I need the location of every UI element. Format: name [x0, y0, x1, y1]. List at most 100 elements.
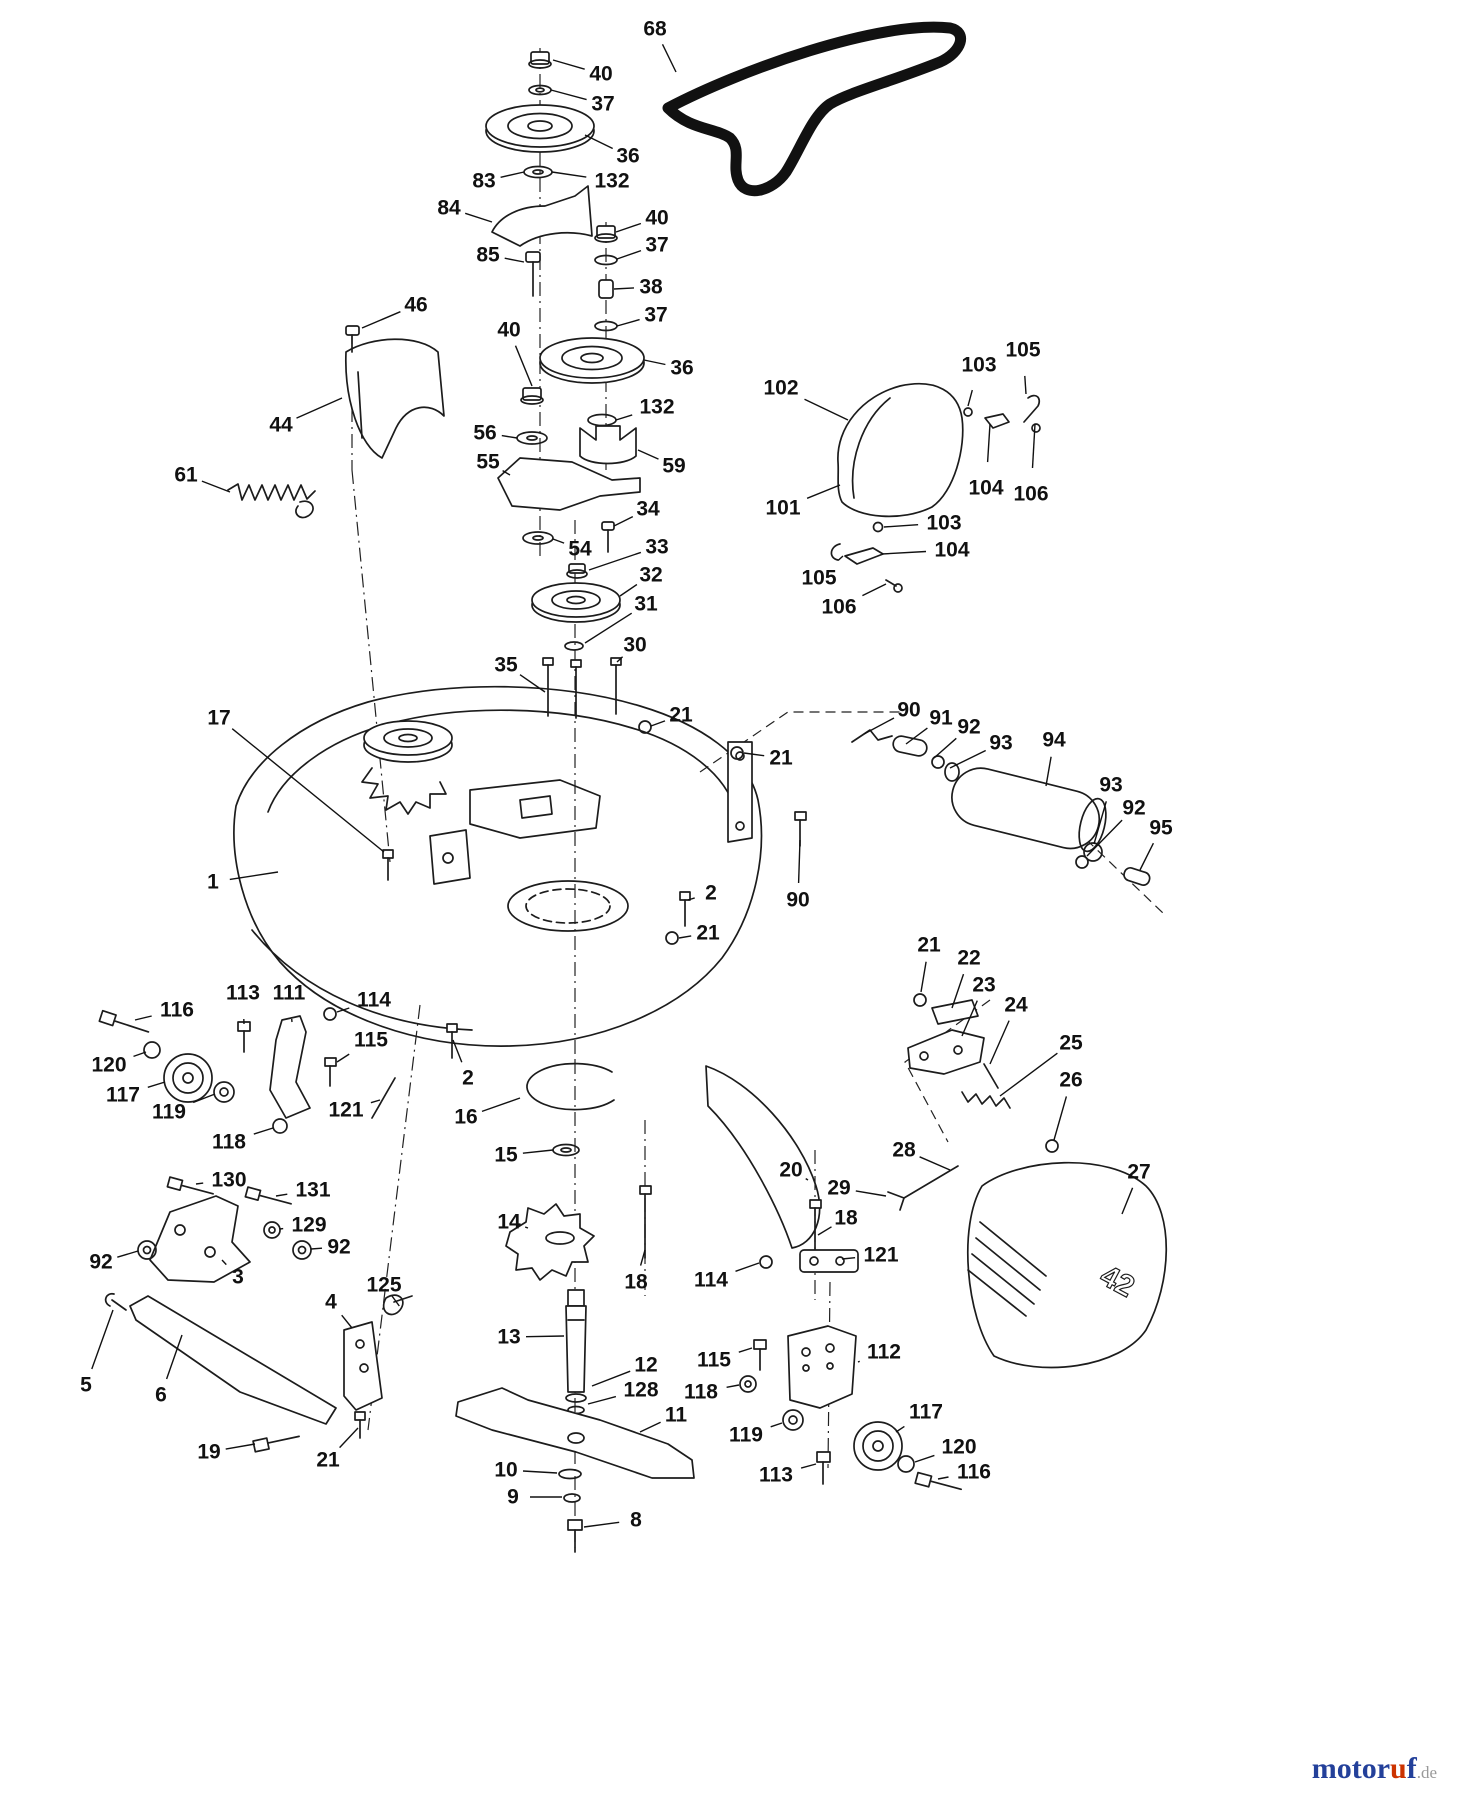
svg-text:131: 131 [295, 1179, 330, 1202]
svg-text:105: 105 [801, 567, 836, 590]
callout-14: 14 [497, 1211, 529, 1234]
svg-text:92: 92 [89, 1251, 112, 1274]
callout-27: 27 [1121, 1161, 1151, 1215]
lower-left-bracket-group [104, 1176, 413, 1453]
callout-120: 120 [914, 1436, 977, 1463]
callout-103: 103 [961, 354, 997, 407]
callout-35: 35 [494, 654, 546, 693]
callout-85: 85 [476, 244, 525, 267]
svg-text:102: 102 [763, 377, 798, 400]
spindle-blade-assembly [455, 1062, 695, 1553]
svg-text:40: 40 [497, 319, 520, 342]
svg-text:118: 118 [684, 1381, 718, 1404]
svg-text:128: 128 [623, 1379, 658, 1402]
svg-text:25: 25 [1059, 1032, 1083, 1055]
callout-46: 46 [361, 294, 428, 329]
callout-11: 11 [639, 1404, 687, 1433]
svg-text:119: 119 [729, 1424, 763, 1447]
svg-text:112: 112 [867, 1341, 901, 1364]
svg-text:95: 95 [1149, 817, 1173, 840]
svg-text:37: 37 [644, 304, 667, 327]
svg-text:4: 4 [325, 1291, 337, 1314]
belt-cover-44 [345, 325, 445, 459]
svg-text:36: 36 [616, 145, 639, 168]
svg-text:36: 36 [670, 357, 693, 380]
callout-6: 6 [155, 1334, 183, 1407]
callout-24: 24 [989, 994, 1028, 1065]
callout-21: 21 [650, 704, 693, 727]
callout-22: 22 [951, 947, 981, 1009]
callout-132: 132 [615, 396, 675, 421]
callout-115: 115 [697, 1347, 753, 1372]
callout-119: 119 [152, 1093, 216, 1124]
callout-56: 56 [473, 422, 518, 445]
svg-text:90: 90 [897, 699, 920, 722]
svg-text:21: 21 [316, 1449, 340, 1472]
callout-125: 125 [366, 1274, 402, 1307]
svg-text:55: 55 [476, 451, 500, 474]
callout-94: 94 [1042, 729, 1066, 787]
callout-37: 37 [550, 89, 615, 116]
callout-106: 106 [1013, 423, 1049, 506]
callout-119: 119 [729, 1422, 783, 1447]
callout-21: 21 [678, 922, 720, 945]
callout-120: 120 [91, 1051, 147, 1077]
callout-26: 26 [1053, 1069, 1083, 1141]
callout-18: 18 [817, 1207, 858, 1236]
svg-text:9: 9 [507, 1486, 519, 1509]
svg-text:116: 116 [957, 1461, 991, 1484]
watermark-text-f: f [1406, 1752, 1417, 1785]
svg-text:16: 16 [454, 1106, 477, 1129]
callout-10: 10 [494, 1459, 558, 1482]
svg-text:38: 38 [639, 276, 663, 299]
svg-text:59: 59 [662, 455, 685, 478]
roller-assembly [794, 729, 1151, 886]
svg-text:117: 117 [909, 1401, 943, 1424]
svg-text:32: 32 [639, 564, 662, 587]
callout-59: 59 [637, 449, 686, 478]
svg-text:21: 21 [769, 747, 793, 770]
svg-text:33: 33 [645, 536, 668, 559]
callout-113: 113 [759, 1463, 817, 1487]
callout-131: 131 [275, 1179, 331, 1202]
callout-105: 105 [1005, 339, 1041, 395]
callout-121: 121 [328, 1099, 381, 1122]
callout-92: 92 [933, 716, 981, 759]
callout-4: 4 [325, 1291, 353, 1329]
svg-text:54: 54 [568, 538, 592, 561]
svg-text:90: 90 [786, 889, 809, 912]
svg-text:21: 21 [917, 934, 941, 957]
callout-117: 117 [895, 1401, 943, 1433]
svg-text:18: 18 [834, 1207, 858, 1230]
svg-text:120: 120 [91, 1054, 126, 1077]
svg-text:115: 115 [354, 1029, 388, 1052]
callout-101: 101 [765, 484, 841, 520]
callout-32: 32 [619, 564, 663, 597]
svg-text:18: 18 [624, 1271, 648, 1294]
svg-text:37: 37 [645, 234, 668, 257]
svg-text:26: 26 [1059, 1069, 1082, 1092]
callout-38: 38 [613, 276, 663, 299]
callout-128: 128 [587, 1379, 659, 1405]
svg-text:20: 20 [779, 1159, 802, 1182]
svg-text:44: 44 [269, 414, 293, 437]
callout-18: 18 [624, 1249, 648, 1294]
svg-text:1: 1 [207, 871, 219, 894]
svg-text:121: 121 [328, 1099, 363, 1122]
extension-spring-61 [227, 483, 316, 519]
svg-text:129: 129 [291, 1214, 326, 1237]
svg-text:10: 10 [494, 1459, 517, 1482]
svg-text:132: 132 [594, 170, 629, 193]
watermark-text-de: .de [1416, 1763, 1437, 1782]
callout-16: 16 [454, 1097, 521, 1129]
callout-118: 118 [212, 1127, 274, 1154]
svg-text:83: 83 [472, 170, 495, 193]
callout-36: 36 [584, 134, 640, 168]
callout-92: 92 [89, 1250, 139, 1274]
callout-93: 93 [949, 732, 1013, 769]
svg-text:92: 92 [1122, 797, 1145, 820]
callout-33: 33 [588, 536, 669, 571]
callout-40: 40 [552, 59, 613, 86]
svg-text:40: 40 [589, 63, 612, 86]
